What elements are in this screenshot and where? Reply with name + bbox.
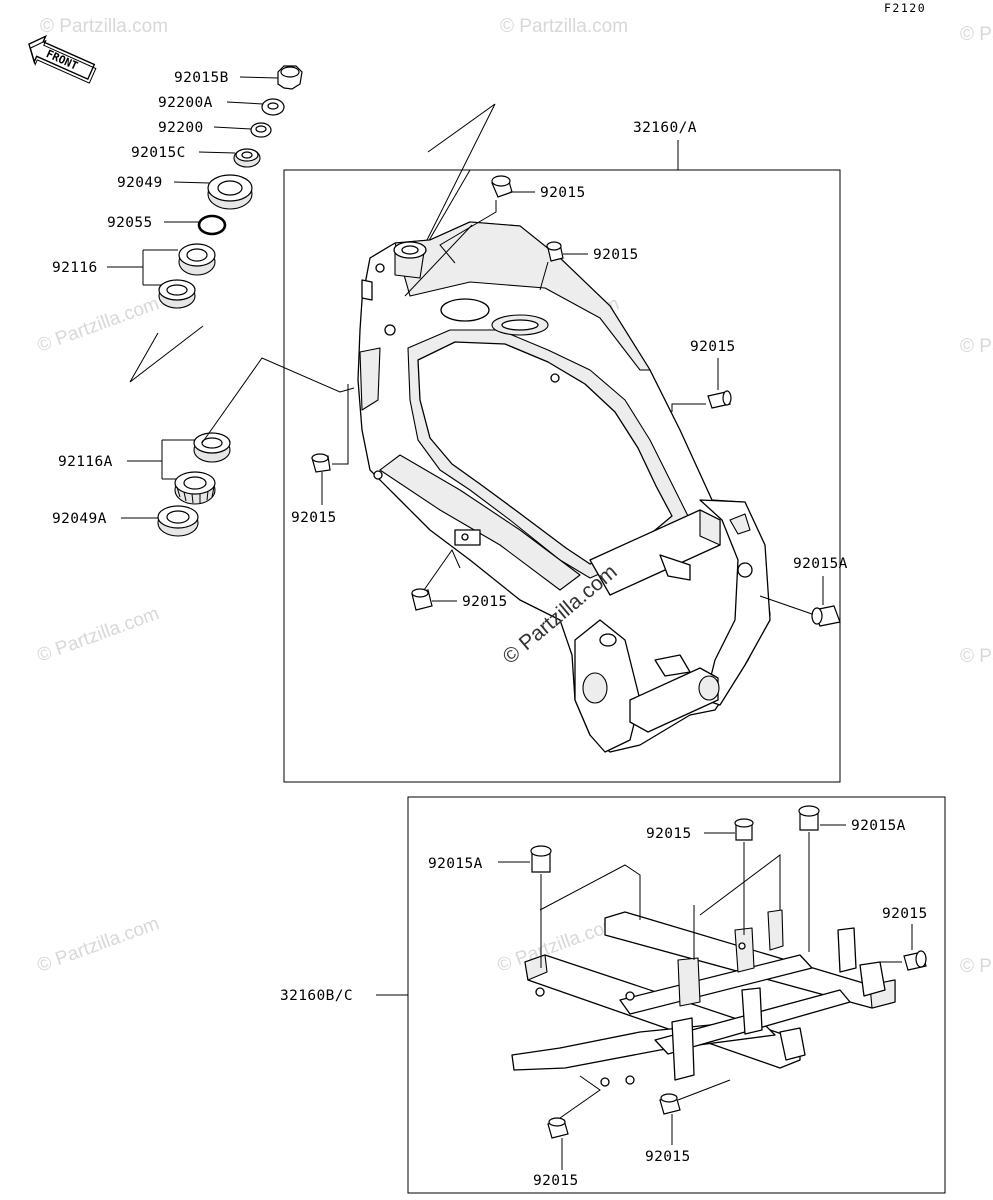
oring-92055 xyxy=(197,214,227,236)
part-label-92015: 92015 xyxy=(540,185,586,201)
bolt-92015A xyxy=(811,605,841,627)
main-frame-panel: 32160/A xyxy=(283,120,848,783)
part-label-92015: 92015 xyxy=(645,1149,691,1165)
watermark: © Partzilla.com xyxy=(35,603,162,667)
bolt-92015A-sub-left xyxy=(530,845,552,873)
subframe-panel: 32160B/C xyxy=(280,796,946,1194)
watermark: © Partzilla.com xyxy=(35,293,162,357)
nut-92015C xyxy=(233,148,261,168)
watermark: © Partzilla.com xyxy=(40,16,168,37)
watermark: © Partzilla.com xyxy=(960,646,993,667)
seal-92049 xyxy=(207,174,253,210)
steering-parts-group: 92015B 92200A 92200 92015C 92049 xyxy=(52,65,355,537)
race-92116-upper xyxy=(178,243,216,276)
part-label-32160BC: 32160B/C xyxy=(280,988,353,1004)
part-label-92015: 92015 xyxy=(593,247,639,263)
main-frame-drawing xyxy=(357,221,771,753)
part-label-92015C: 92015C xyxy=(131,145,186,161)
part-label-92200: 92200 xyxy=(158,120,204,136)
part-label-92015: 92015 xyxy=(533,1173,579,1189)
part-label-92015: 92015 xyxy=(882,906,928,922)
part-label-92015: 92015 xyxy=(291,510,337,526)
seal-92049A xyxy=(157,505,199,537)
washer-92200A xyxy=(261,98,285,116)
watermark: © Partzilla.com xyxy=(500,16,628,37)
front-arrow-icon: FRONT xyxy=(28,34,97,84)
part-label-92015A: 92015A xyxy=(428,856,483,872)
part-label-92015A: 92015A xyxy=(851,818,906,834)
bolt-92015-second xyxy=(546,241,564,262)
part-label-92200A: 92200A xyxy=(158,95,213,111)
bolt-92015-sub-bottom-left xyxy=(547,1117,569,1139)
bolt-92015-sub-right xyxy=(903,950,927,971)
part-label-92015B: 92015B xyxy=(174,70,229,86)
part-label-92055: 92055 xyxy=(107,215,153,231)
part-label-92116A: 92116A xyxy=(58,454,113,470)
bearing-roller-icon xyxy=(174,471,216,505)
bolt-92015-sub-top xyxy=(734,818,754,841)
projection-line xyxy=(412,103,496,269)
bolt-92015-left xyxy=(311,453,331,473)
part-label-32160A: 32160/A xyxy=(633,120,697,136)
watermark: © Partzilla.com xyxy=(960,24,993,45)
watermark: © Partzilla.com xyxy=(960,336,993,357)
bolt-92015-bottom xyxy=(411,588,433,611)
washer-92200 xyxy=(250,122,272,138)
race-92116-lower xyxy=(158,279,196,309)
part-label-92015: 92015 xyxy=(462,594,508,610)
bolt-92015A-sub-top xyxy=(798,805,820,831)
part-label-92015: 92015 xyxy=(690,339,736,355)
bolt-92015-sub-bottom-right xyxy=(659,1093,681,1115)
part-label-92049: 92049 xyxy=(117,175,163,191)
watermark: © Partzilla.com xyxy=(960,956,993,977)
part-label-92015: 92015 xyxy=(646,826,692,842)
part-label-92015A: 92015A xyxy=(793,556,848,572)
part-label-92116: 92116 xyxy=(52,260,98,276)
nut-92015B xyxy=(277,65,303,90)
bolt-92015-top xyxy=(491,175,513,198)
part-label-92049A: 92049A xyxy=(52,511,107,527)
figure-code: F2120 xyxy=(884,1,926,15)
bolt-92015-right xyxy=(707,390,732,409)
race-92116A xyxy=(193,432,231,463)
watermark: © Partzilla.com xyxy=(35,913,162,977)
subframe-drawing xyxy=(511,909,896,1087)
